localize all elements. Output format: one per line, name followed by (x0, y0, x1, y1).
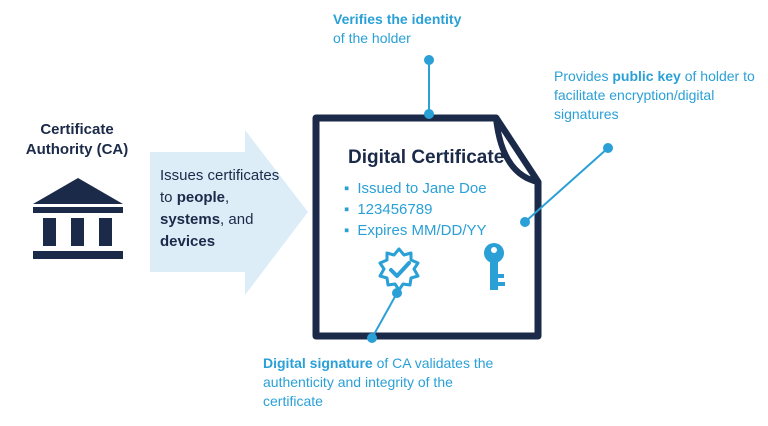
connector-line-bottom (371, 292, 398, 339)
annotation-public-key-bold: public key (612, 68, 681, 84)
bank-building-icon (33, 178, 123, 259)
connector-line-right (524, 147, 609, 223)
ca-label: Certificate Authority (CA) (12, 120, 142, 160)
annotation-signature-rest: of CA validates the authenticity and int… (263, 355, 494, 409)
issue-arrow-shape (150, 130, 308, 295)
annotation-public-key: Provides public key of holder to facilit… (554, 67, 764, 124)
arrow-text-people: people (176, 189, 226, 206)
annotation-identity-rest: of the holder (333, 30, 411, 46)
annotation-identity-bold: Verifies the identity (333, 11, 462, 27)
connector-dot (520, 217, 530, 227)
arrow-text: Issues certificates to people, systems, … (160, 165, 295, 253)
ca-label-line1: Certificate (40, 121, 114, 138)
arrow-text-part: Issues certificates to (160, 167, 280, 206)
arrow-text-part: , and (220, 211, 254, 228)
connector-dot (603, 143, 613, 153)
arrow-text-systems: systems (160, 211, 221, 228)
connector-dot (392, 288, 402, 298)
annotation-public-key-pre: Provides (554, 68, 613, 84)
ca-label-line2: Authority (CA) (25, 141, 129, 158)
connector-dot (424, 55, 434, 65)
annotation-public-key-rest: of holder to facilitate encryption/digit… (554, 68, 755, 122)
connector-dot (367, 333, 377, 343)
annotation-signature-bold: Digital signature (263, 355, 373, 371)
annotation-digital-signature: Digital signature of CA validates the au… (263, 354, 503, 411)
certificate-details-list: Issued to Jane Doe 123456789 Expires MM/… (344, 178, 487, 241)
annotation-identity: Verifies the identity of the holder (333, 10, 533, 48)
certificate-detail-item: Issued to Jane Doe (344, 178, 486, 199)
connector-dot (424, 109, 434, 119)
arrow-text-devices: devices (160, 233, 216, 250)
certificate-title: Digital Certificate (348, 147, 505, 168)
certificate-detail-item: Expires MM/DD/YY (344, 220, 487, 241)
key-icon (484, 243, 505, 290)
certificate-detail-item: 123456789 (344, 199, 487, 220)
arrow-text-part: , (225, 189, 230, 206)
